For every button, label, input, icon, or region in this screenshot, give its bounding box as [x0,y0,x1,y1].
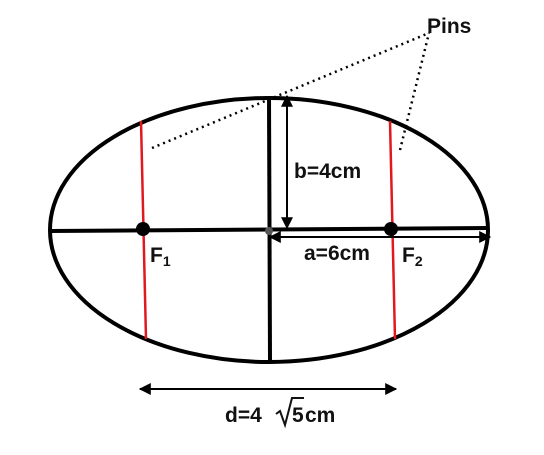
focus2-letter: F [402,244,415,267]
semi-minor-label: b=4cm [294,160,361,183]
distance-label-unit: cm [305,404,335,427]
semi-major-label: a=6cm [304,242,370,265]
center-point [265,227,273,235]
radical-sign [275,397,304,429]
focus-point-1 [136,222,150,236]
focus1-letter: F [150,244,163,267]
focus1-subscript: 1 [163,253,171,269]
focus2-subscript: 2 [415,253,423,269]
focus-point-2 [384,222,398,236]
focus2-label: F2 [402,244,423,269]
pin-string-right [398,32,431,151]
distance-label-radicand: 5 [292,404,304,427]
focus1-label: F1 [150,244,171,269]
pin-string-left [151,31,430,150]
distance-label-prefix: d=4 [225,404,262,427]
pins-label: Pins [427,15,471,38]
